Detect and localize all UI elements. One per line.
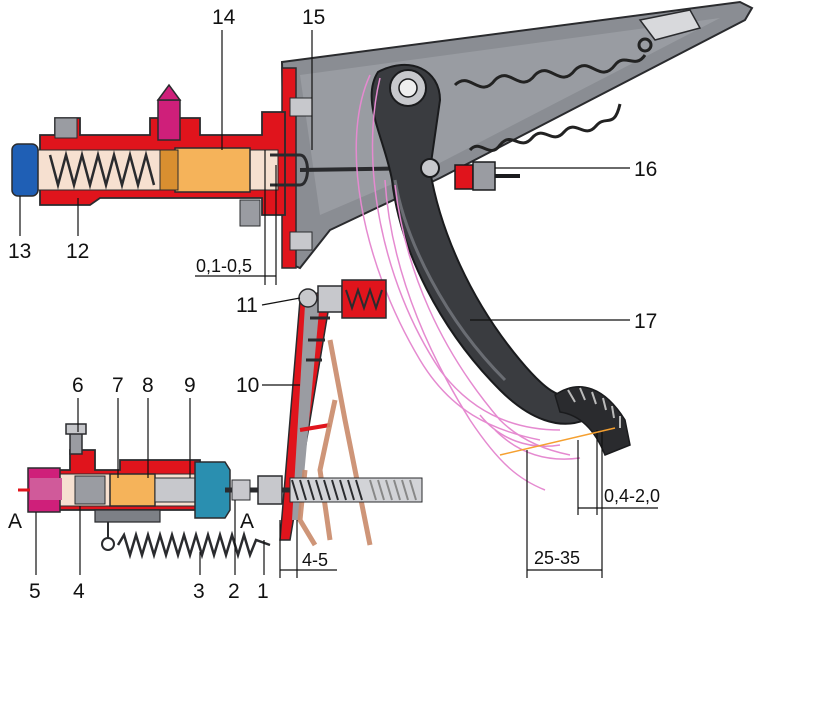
fork-ball-joint	[298, 279, 387, 319]
pedal-alternate-positions	[355, 74, 581, 491]
dim-gap-slave: 4-5	[302, 550, 328, 570]
label-2: 2	[228, 580, 240, 603]
dim-pedal-gap: 0,4-2,0	[604, 486, 660, 506]
part-labels: 14 15 16 17 13 12 11 10 6 7 8 9 5 4 3 2 …	[8, 6, 657, 603]
label-10: 10	[236, 374, 259, 397]
pedal-stop-bolt	[454, 161, 520, 191]
label-6: 6	[72, 374, 84, 397]
label-5: 5	[29, 580, 41, 603]
dim-pedal-free-play: 25-35	[534, 548, 580, 568]
label-13: 13	[8, 240, 31, 263]
slave-push-rod	[225, 475, 423, 505]
label-leaders	[19, 30, 630, 575]
dimension-lines	[195, 150, 658, 578]
master-cylinder	[11, 67, 313, 269]
dimension-labels: 0,1-0,5 4-5 25-35 0,4-2,0	[196, 256, 660, 570]
label-a-left: A	[8, 510, 22, 533]
label-17: 17	[634, 310, 657, 333]
label-8: 8	[142, 374, 154, 397]
label-4: 4	[73, 580, 85, 603]
label-11: 11	[236, 294, 258, 317]
dim-gap-master: 0,1-0,5	[196, 256, 252, 276]
pedal-return-spring-upper	[453, 37, 653, 89]
slave-cylinder	[27, 423, 231, 551]
clutch-pedal-lever	[370, 63, 631, 456]
pedal-return-spring-lower	[468, 103, 622, 152]
label-3: 3	[193, 580, 205, 603]
label-12: 12	[66, 240, 89, 263]
label-9: 9	[184, 374, 196, 397]
pedal-bracket	[280, 0, 754, 270]
fork-return-spring	[116, 530, 271, 560]
label-7: 7	[112, 374, 124, 397]
label-15: 15	[302, 6, 325, 29]
label-a-right: A	[240, 510, 254, 533]
label-14: 14	[212, 6, 236, 29]
label-16: 16	[634, 158, 657, 181]
label-1: 1	[257, 580, 269, 603]
